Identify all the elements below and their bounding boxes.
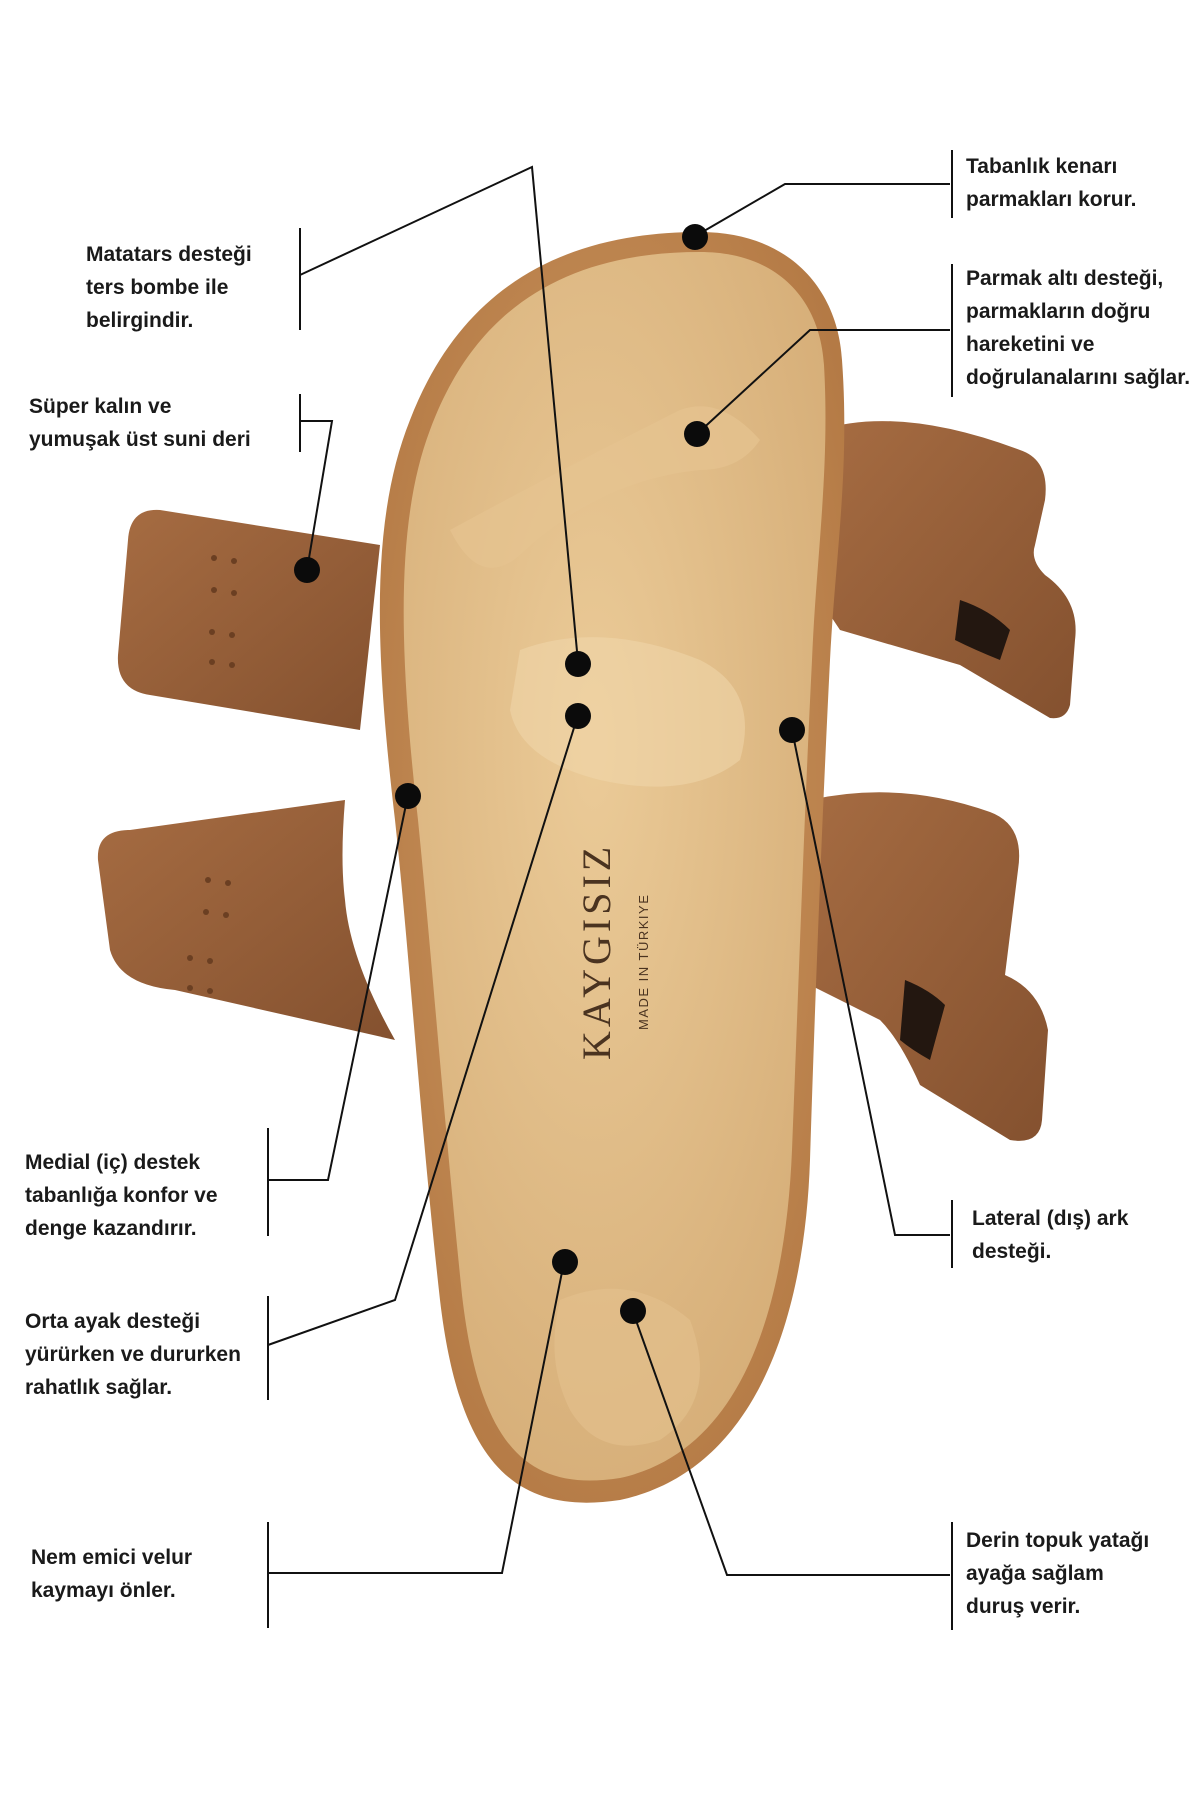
brand-tagline: MADE IN TÜRKIYE	[636, 894, 651, 1030]
left-strap-lower	[97, 800, 395, 1040]
heel-cup-shape	[554, 1288, 700, 1446]
marker-metatarsal	[565, 651, 591, 677]
bracket-lateral	[951, 1200, 953, 1268]
leader-medial	[268, 794, 409, 1181]
bracket-metatarsal	[299, 228, 301, 330]
callout-toe-grip: Parmak altı desteği, parmakların doğru h…	[966, 267, 1191, 389]
bracket-medial	[267, 1128, 269, 1236]
right-strap-upper	[820, 421, 1076, 719]
callout-velour: Nem emici velur kaymayı önler.	[31, 1546, 193, 1602]
left-strap-upper	[117, 509, 380, 730]
bracket-toe-grip	[951, 264, 953, 397]
marker-toe-edge	[682, 224, 708, 250]
callout-lateral-arch: Lateral (dış) ark desteği.	[972, 1207, 1129, 1263]
leader-toe-grip	[696, 329, 950, 435]
marker-toe-grip	[684, 421, 710, 447]
bracket-toe-edge	[951, 150, 953, 218]
leader-toe-edge	[691, 183, 950, 239]
leader-lateral	[791, 729, 950, 1236]
callout-heel-cup: Derin topuk yatağı ayağa sağlam duruş ve…	[966, 1529, 1150, 1618]
bracket-velour	[267, 1522, 269, 1628]
marker-midfoot	[565, 703, 591, 729]
metatarsal-dome	[510, 637, 745, 787]
leader-upper-leather	[300, 420, 334, 571]
bracket-heel	[951, 1522, 953, 1630]
toe-ridge	[450, 406, 760, 568]
leader-heel	[632, 1311, 950, 1576]
leader-midfoot	[267, 714, 579, 1346]
bracket-upper-leather	[299, 394, 301, 452]
marker-upper-leather	[294, 557, 320, 583]
brand-logo: KAYGISIZ	[574, 843, 619, 1060]
right-strap-lower	[800, 792, 1048, 1141]
callout-medial-support: Medial (iç) destek tabanlığa konfor ve d…	[25, 1151, 218, 1240]
leader-velour	[268, 1261, 565, 1574]
marker-medial	[395, 783, 421, 809]
marker-lateral	[779, 717, 805, 743]
callout-upper-leather: Süper kalın ve yumuşak üst suni deri	[29, 395, 251, 451]
marker-velour	[552, 1249, 578, 1275]
leader-metatarsal	[299, 165, 579, 663]
callout-midfoot: Orta ayak desteği yürürken ve dururken r…	[25, 1310, 241, 1399]
callout-toe-edge: Tabanlık kenarı parmakları korur.	[966, 155, 1137, 211]
callout-metatarsal: Matatars desteği ters bombe ile belirgin…	[86, 243, 252, 332]
bracket-midfoot	[267, 1296, 269, 1400]
marker-heel	[620, 1298, 646, 1324]
